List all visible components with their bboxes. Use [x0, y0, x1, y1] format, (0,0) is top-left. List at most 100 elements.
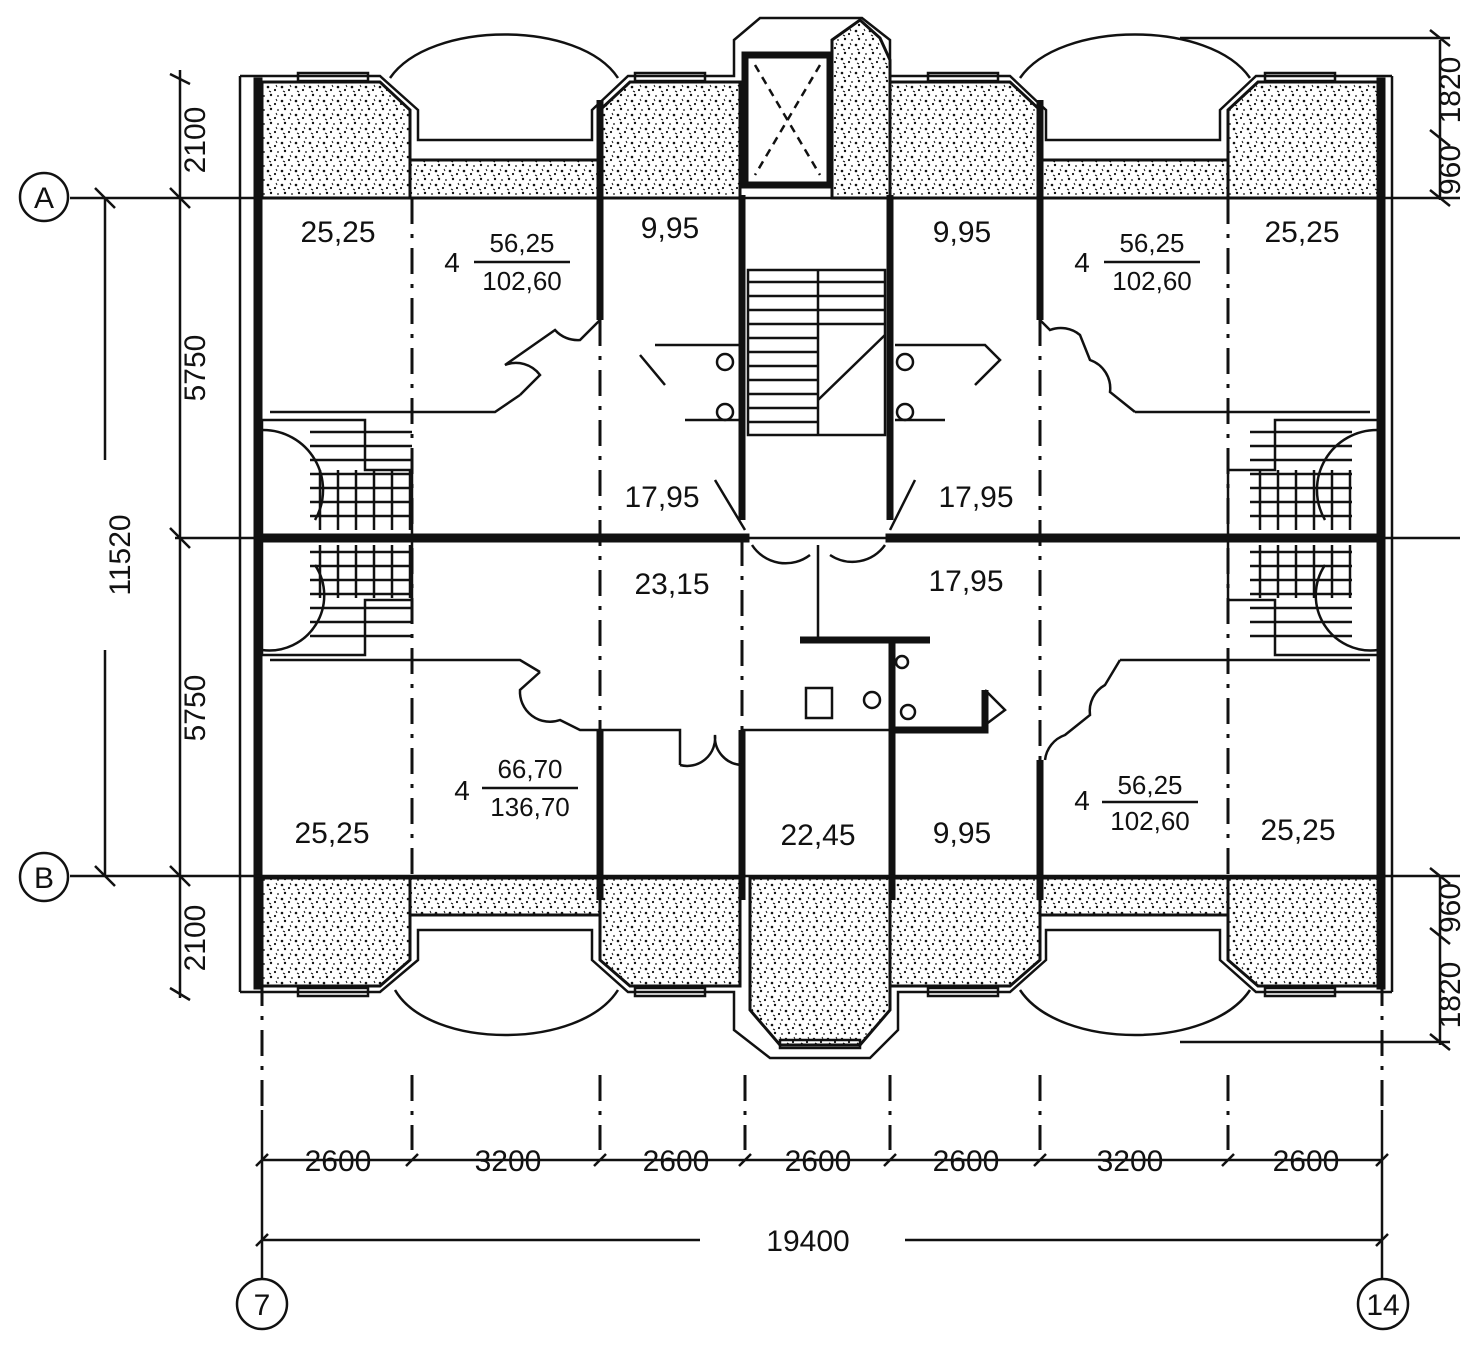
axis-bubble-b	[18, 851, 70, 903]
window	[1263, 986, 1337, 998]
room-area-label: 9,95	[933, 216, 991, 249]
dim-left-4: 2100	[179, 905, 212, 972]
room-area-label: 22,45	[780, 819, 855, 852]
apartment-living-area: 56,25	[489, 228, 554, 258]
apartment-living-area: 56,25	[1119, 228, 1184, 258]
stair-cabin	[741, 51, 834, 189]
room-area-label: 23,15	[634, 568, 709, 601]
loggia-top-left-mid	[408, 158, 602, 200]
spiral-stair-right-bottom	[1226, 538, 1380, 657]
dim-right-top-1: 1820	[1434, 57, 1467, 124]
wc-icon	[895, 352, 915, 372]
round-balconies	[388, 33, 1252, 1037]
loggia-top-right	[1226, 80, 1380, 200]
axis-label-a: A	[34, 182, 54, 215]
wc-icon	[895, 402, 915, 422]
axis-bubble-a	[18, 171, 70, 223]
window	[633, 71, 707, 83]
spiral-stair-left-bottom	[260, 538, 414, 657]
loggia-top-center-left	[598, 80, 742, 200]
room-area-label: 25,25	[1264, 216, 1339, 249]
windows	[296, 71, 1337, 1050]
apartment-labels: 4 56,25 102,60 4 56,25 102,60 4 66,70 13…	[444, 228, 1200, 836]
dim-tick	[1429, 29, 1451, 1051]
door-swing	[518, 671, 600, 732]
loggia-bottom-left	[260, 876, 412, 988]
bay-top-stair	[830, 18, 892, 200]
door-swing	[1039, 319, 1136, 413]
dim-tick	[94, 72, 191, 1002]
sink-icon	[894, 654, 910, 670]
apartment-living-area: 66,70	[497, 754, 562, 784]
room-area-label: 9,95	[641, 212, 699, 245]
bottom-dimensions: 2600 3200 2600 2600 2600 3200 2600 19400	[255, 1145, 1389, 1258]
wc-icon	[715, 352, 735, 372]
room-area-label: 17,95	[938, 481, 1013, 514]
bathtub-icon	[804, 686, 834, 720]
room-area-label: 17,95	[624, 481, 699, 514]
apartment-total-area: 136,70	[490, 792, 570, 822]
dim-right-bottom-2: 1820	[1434, 962, 1467, 1029]
door-swing	[750, 544, 887, 565]
window	[926, 71, 1000, 83]
dim-left-2: 5750	[179, 335, 212, 402]
dim-left-total: 11520	[104, 514, 137, 595]
stair-diagonal	[817, 334, 886, 401]
apartment-room-count: 4	[444, 247, 460, 278]
window	[296, 71, 370, 83]
loggia-bottom-right	[1226, 876, 1380, 988]
apartment-room-count: 4	[1074, 785, 1090, 816]
dim-bottom-6: 3200	[1097, 1145, 1164, 1178]
window	[926, 986, 1000, 998]
door-swing	[639, 343, 1002, 386]
apartment-living-area: 56,25	[1117, 770, 1182, 800]
apartment-room-count: 4	[454, 775, 470, 806]
apartment-total-area: 102,60	[482, 266, 562, 296]
spiral-stair-right-top	[1226, 418, 1380, 537]
room-area-label: 25,25	[300, 216, 375, 249]
dim-bottom-5: 2600	[933, 1145, 1000, 1178]
loggia-bottom-center-left	[598, 876, 742, 988]
axis-label-7: 7	[254, 1289, 271, 1322]
door-swing	[504, 319, 601, 396]
wc-icon	[715, 402, 735, 422]
spiral-stairs	[260, 418, 1380, 657]
window	[633, 986, 707, 998]
dim-bottom-total: 19400	[766, 1225, 849, 1258]
door-swing	[679, 734, 743, 768]
outer-wall-bottom	[240, 928, 1392, 1060]
fixtures	[715, 352, 917, 721]
door-swing	[713, 479, 917, 531]
dim-bottom-2: 3200	[475, 1145, 542, 1178]
corridor-wall-left	[270, 393, 521, 414]
apartment-label: 4 66,70 136,70	[454, 754, 578, 822]
room-area-label: 17,95	[928, 565, 1003, 598]
round-balcony-top-right	[1018, 33, 1252, 79]
loggia-top-left	[260, 80, 412, 200]
right-dimensions: 1820 960 960 1820	[1180, 29, 1467, 1051]
loggia-top-right-mid	[1038, 158, 1230, 200]
apartment-total-area: 102,60	[1112, 266, 1192, 296]
dim-left-1: 2100	[179, 107, 212, 174]
wc-wall	[800, 636, 989, 734]
doors	[504, 319, 1136, 768]
round-balcony-bottom-right	[1018, 989, 1252, 1037]
room-area-label: 25,25	[294, 817, 369, 850]
spiral-stair-left-top	[260, 418, 414, 537]
apartment-label: 4 56,25 102,60	[1074, 228, 1200, 296]
left-dimensions: 2100 5750 5750 2100 11520	[94, 70, 212, 1002]
loggia-bottom-left-mid	[408, 876, 602, 917]
dim-bottom-7: 2600	[1273, 1145, 1340, 1178]
door-swing	[1043, 659, 1122, 761]
axis-lines	[260, 198, 1384, 1150]
loggia-bottom-center-right	[888, 876, 1042, 988]
dim-right-bottom-1: 960	[1434, 883, 1467, 933]
bay-bottom-entrance	[748, 876, 892, 1047]
sink-icon	[899, 703, 917, 721]
dim-bottom-4: 2600	[785, 1145, 852, 1178]
loggias	[260, 18, 1380, 1047]
main-staircase	[746, 268, 887, 437]
outer-wall-top	[240, 16, 1392, 142]
grid-axes: A B 7 14	[18, 171, 1460, 1331]
